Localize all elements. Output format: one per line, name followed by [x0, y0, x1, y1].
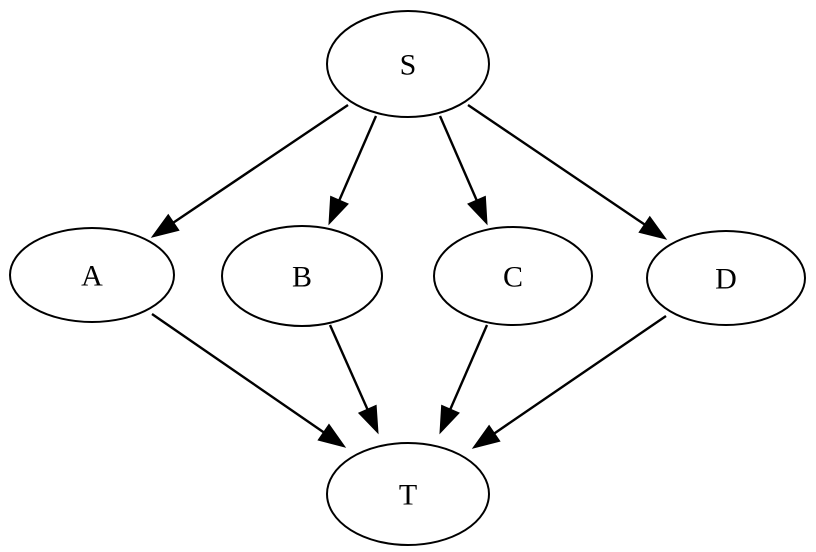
node-b-ellipse [221, 225, 383, 327]
edge-c-t [439, 324, 489, 435]
edge-s-b-line [338, 115, 378, 201]
node-s[interactable]: S [326, 10, 490, 118]
node-c-ellipse [433, 226, 593, 326]
edge-s-c-line [438, 115, 478, 201]
edge-a-t-arrowhead [317, 423, 347, 448]
edge-a-t-line [151, 313, 325, 434]
node-d-ellipse [646, 230, 806, 326]
edge-s-d-line [467, 104, 646, 226]
edge-a-t [151, 313, 347, 448]
node-layer: S A B C D T [9, 10, 806, 546]
edge-s-c [438, 115, 488, 226]
edge-s-a-line [172, 104, 349, 224]
edge-c-t-line [449, 324, 489, 410]
edge-s-a [150, 104, 349, 238]
node-b[interactable]: B [221, 225, 383, 327]
node-b-label: B [292, 261, 312, 294]
node-t-label: T [399, 479, 417, 512]
node-t-ellipse [326, 442, 490, 546]
node-d-label: D [715, 263, 737, 296]
edge-c-t-arrowhead [439, 404, 460, 435]
edge-b-t [328, 324, 379, 435]
edge-layer [150, 104, 668, 449]
edge-s-b-arrowhead [328, 195, 349, 226]
node-d[interactable]: D [646, 230, 806, 326]
node-s-label: S [400, 49, 417, 82]
node-a-label: A [81, 260, 103, 293]
edge-s-b [328, 115, 378, 226]
node-c-label: C [503, 261, 523, 294]
node-t[interactable]: T [326, 442, 490, 546]
node-s-ellipse [326, 10, 490, 118]
node-a[interactable]: A [9, 227, 175, 323]
edge-s-d-arrowhead [638, 215, 668, 240]
edge-b-t-line [328, 324, 369, 410]
node-c[interactable]: C [433, 226, 593, 326]
edge-d-t-line [493, 315, 667, 435]
edge-s-c-arrowhead [467, 195, 488, 226]
edge-d-t-arrowhead [471, 424, 501, 449]
edge-d-t [471, 315, 667, 449]
node-a-ellipse [9, 227, 175, 323]
edge-s-a-arrowhead [150, 213, 180, 238]
edge-s-d [467, 104, 668, 240]
edge-b-t-arrowhead [357, 404, 379, 435]
